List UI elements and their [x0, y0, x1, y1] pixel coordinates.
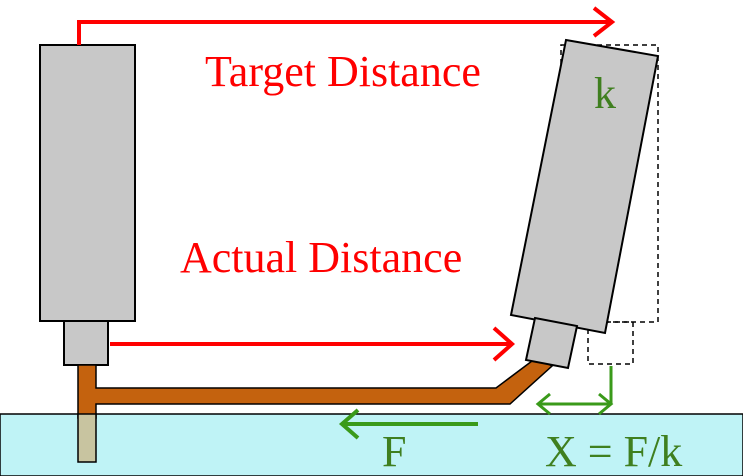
actual-distance-arrow	[110, 326, 516, 362]
submerged-pin	[77, 413, 97, 463]
left-column	[39, 44, 136, 322]
spring-constant-label: k	[594, 69, 616, 118]
deflected-column	[509, 38, 660, 335]
displacement-arrow	[535, 366, 614, 416]
undeflected-column-outline	[560, 44, 659, 323]
actual-distance-label: Actual Distance	[180, 233, 462, 282]
left-column-tip	[63, 320, 109, 366]
undeflected-tip-outline	[587, 321, 634, 365]
deflected-column-tip	[524, 316, 579, 370]
force-label: F	[382, 427, 406, 476]
displacement-label: X = F/k	[545, 427, 682, 476]
target-distance-label: Target Distance	[205, 47, 481, 96]
probe-wire	[77, 357, 554, 419]
target-distance-arrow	[77, 6, 616, 45]
force-arrow	[338, 408, 478, 440]
